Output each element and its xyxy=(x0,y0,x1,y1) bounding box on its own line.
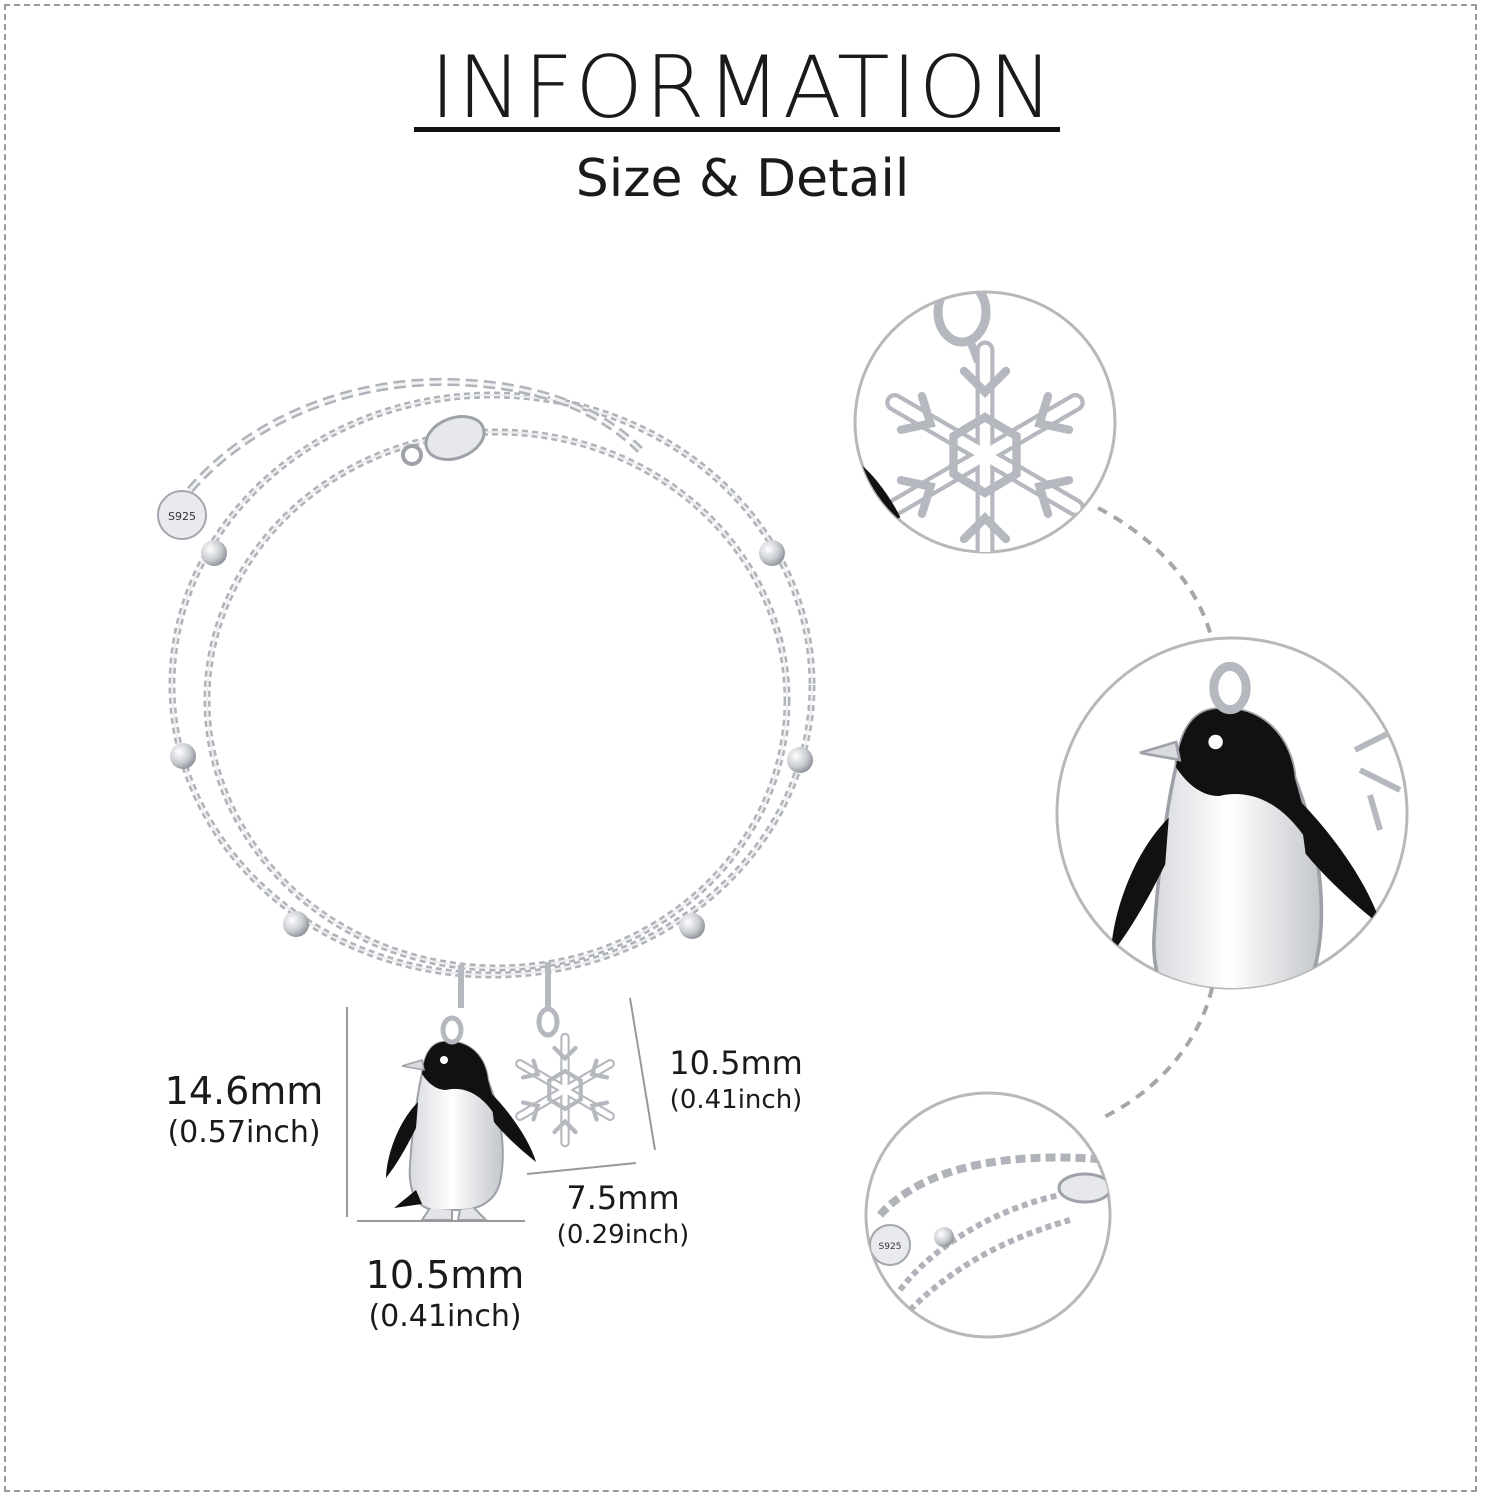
penguin-height-mm: 14.6mm xyxy=(164,1069,324,1113)
snowflake-height-label: 10.5mm (0.41inch) xyxy=(662,1043,810,1117)
penguin-width-inch: (0.41inch) xyxy=(368,1299,522,1334)
snowflake-height-inch: (0.41inch) xyxy=(669,1085,803,1115)
bracelet-beads xyxy=(170,540,813,939)
detail-circle-snowflake xyxy=(853,290,1117,554)
title-underline xyxy=(414,127,1060,132)
detail-circle-penguin xyxy=(1055,636,1409,990)
snowflake-width-mm: 7.5mm xyxy=(566,1179,680,1217)
penguin-charm xyxy=(386,1018,536,1220)
page-subtitle: Size & Detail xyxy=(575,149,910,209)
s925-tag xyxy=(157,490,207,540)
snowflake-width-label: 7.5mm (0.29inch) xyxy=(550,1178,696,1252)
penguin-height-label: 14.6mm (0.57inch) xyxy=(160,1068,328,1152)
dimension-lines xyxy=(346,997,656,1222)
s925-stamp-detail: S925 xyxy=(879,1242,902,1252)
s925-stamp: S925 xyxy=(168,510,196,523)
detail-circle-clasp xyxy=(864,1091,1112,1339)
penguin-width-mm: 10.5mm xyxy=(365,1253,525,1297)
bracelet xyxy=(168,377,816,979)
dashed-connectors xyxy=(1097,506,1214,1120)
page-title: INFORMATION xyxy=(430,38,1055,138)
penguin-height-inch: (0.57inch) xyxy=(167,1115,321,1150)
penguin-width-label: 10.5mm (0.41inch) xyxy=(355,1252,535,1336)
snowflake-height-mm: 10.5mm xyxy=(669,1044,803,1082)
snowflake-charm xyxy=(520,1038,610,1143)
lobster-clasp xyxy=(401,415,486,466)
dashed-frame xyxy=(4,4,1477,1492)
snowflake-width-inch: (0.29inch) xyxy=(556,1220,690,1250)
